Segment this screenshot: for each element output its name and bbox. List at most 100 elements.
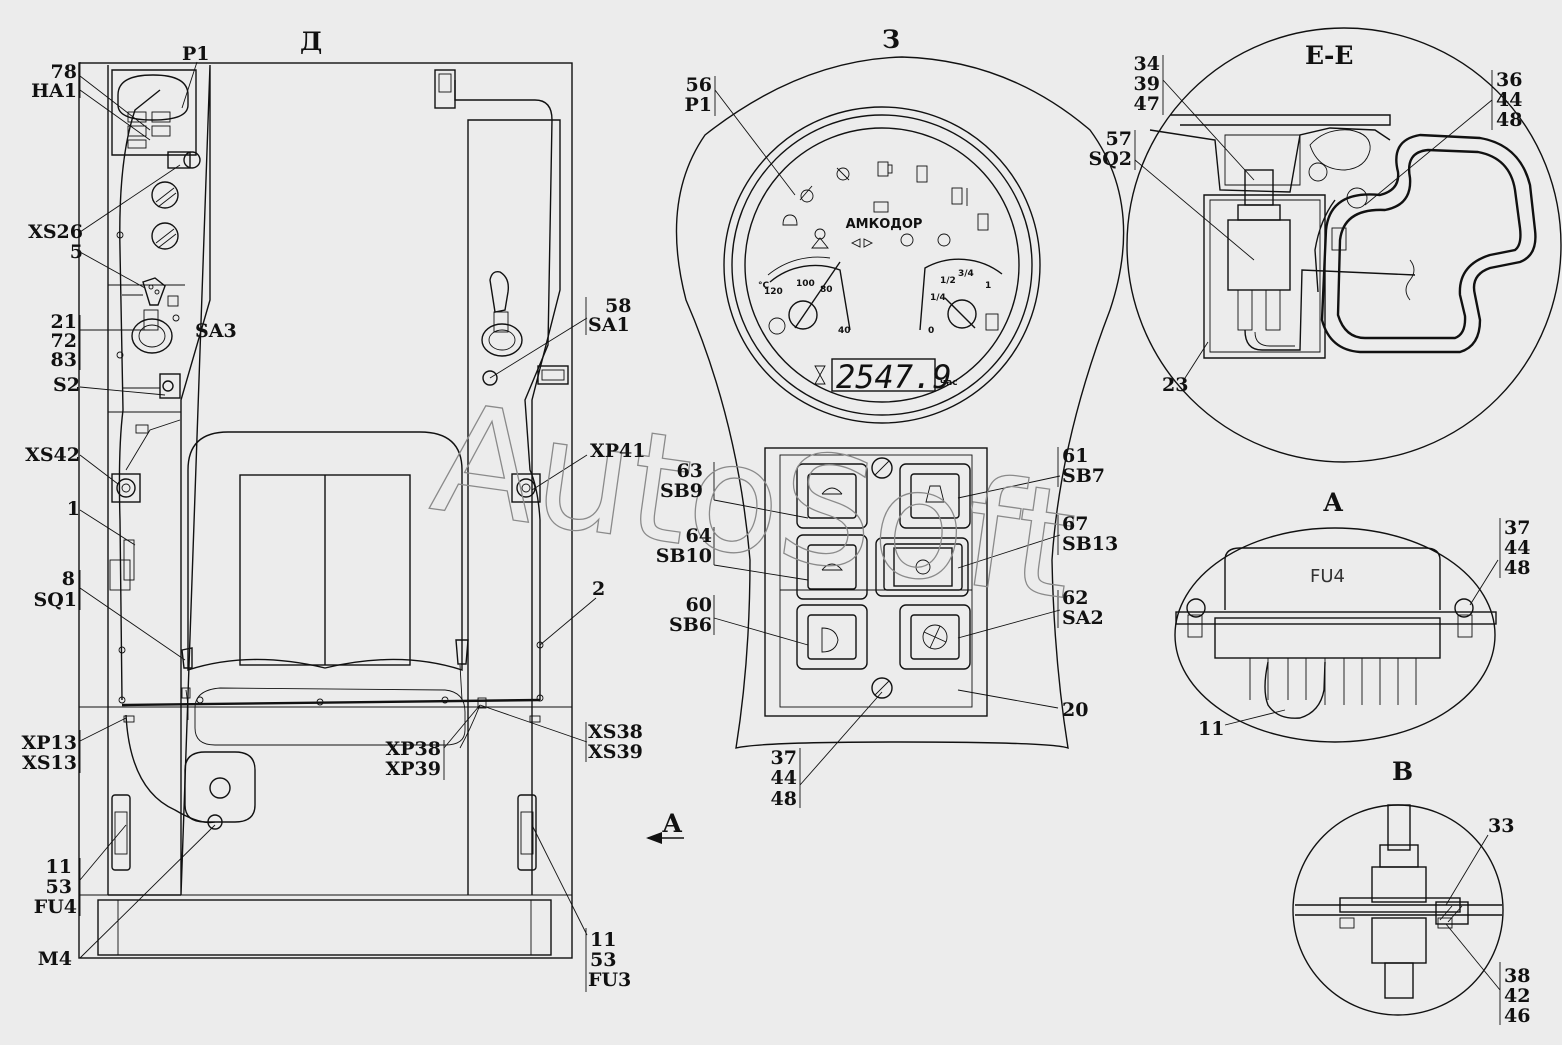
- switch-sb6[interactable]: [796, 604, 868, 670]
- label-p1-top: P1: [182, 43, 210, 65]
- hour-meter-value: 2547.9: [836, 358, 952, 396]
- socket-xs26: [167, 151, 191, 169]
- fuse-pins: [1249, 658, 1417, 719]
- label-44-a: 44: [1504, 537, 1530, 559]
- switch-sa2[interactable]: [899, 604, 971, 670]
- label-xp38: XP38: [386, 738, 441, 760]
- label-57: 57: [1106, 128, 1132, 150]
- harness-left-vertical: [118, 89, 161, 701]
- switch-sb9[interactable]: [796, 463, 868, 529]
- switch-s2: [159, 373, 181, 399]
- label-xs26: XS26: [28, 221, 83, 243]
- fuel-tick-full: 1: [985, 281, 991, 291]
- switch-sa1: [482, 370, 498, 386]
- view-d-cabin: [78, 62, 573, 959]
- label-48-panel: 48: [771, 788, 797, 810]
- label-11-fu3: 11: [590, 929, 616, 951]
- operator-seat: [187, 431, 463, 671]
- label-xp41: XP41: [590, 440, 645, 462]
- switch-sb7[interactable]: [899, 463, 971, 529]
- temp-tick-100: 100: [796, 279, 815, 289]
- label-xp13: XP13: [22, 732, 77, 754]
- label-38: 38: [1504, 965, 1530, 987]
- knob-1: [151, 181, 179, 209]
- fuse-panel: [1175, 611, 1497, 625]
- temp-arc: [769, 264, 851, 331]
- label-33: 33: [1488, 815, 1514, 837]
- label-67: 67: [1062, 513, 1088, 535]
- fuel-needle-hub: [947, 299, 977, 329]
- warning-lights: [782, 161, 989, 249]
- label-brackets: [79, 55, 1501, 1025]
- joystick-left: [142, 277, 166, 306]
- label-44-panel: 44: [771, 767, 797, 789]
- label-78: 78: [51, 61, 77, 83]
- leader-lines: [79, 61, 1501, 991]
- label-sa1: SA1: [588, 314, 630, 336]
- label-ha1: HA1: [31, 80, 77, 102]
- label-47: 47: [1134, 93, 1160, 115]
- fuel-tick-half: 1/2: [940, 276, 956, 286]
- label-sq2: SQ2: [1089, 148, 1133, 170]
- temp-needle-hub: [788, 300, 818, 330]
- right-console: [467, 119, 561, 895]
- label-p1: P1: [684, 94, 712, 116]
- label-72: 72: [51, 330, 77, 352]
- label-11-a: 11: [1198, 718, 1224, 740]
- label-21: 21: [51, 311, 77, 333]
- label-48-a: 48: [1504, 557, 1530, 579]
- fuel-arc: [919, 258, 1003, 331]
- label-56: 56: [686, 74, 712, 96]
- label-20: 20: [1062, 699, 1088, 721]
- gauge-p1-plan: [111, 69, 197, 156]
- label-sa3: SA3: [195, 320, 237, 342]
- label-sb7: SB7: [1062, 465, 1105, 487]
- label-sa2: SA2: [1062, 607, 1104, 629]
- temp-tick-120: 120: [764, 287, 783, 297]
- harness-motor: [125, 714, 216, 824]
- label-2: 2: [592, 578, 605, 600]
- label-44-ee: 44: [1496, 89, 1522, 111]
- view-ee-section: [1126, 27, 1562, 463]
- view-z-dashboard: АМКОДОР °C 120 100 80 40 1/4 1/2 3/4 1 0…: [675, 56, 1125, 750]
- grommet-cable: [1387, 804, 1411, 851]
- label-xp39: XP39: [386, 758, 441, 780]
- harness-clamps: [116, 231, 544, 723]
- work-light-icon: [821, 627, 839, 653]
- label-23: 23: [1162, 374, 1188, 396]
- arrow-a-label: А: [662, 809, 683, 838]
- arrow-a: [646, 832, 684, 844]
- fan-icon: [922, 624, 948, 650]
- switch-sb13[interactable]: [875, 537, 969, 597]
- beacon-icon: [925, 485, 945, 503]
- hour-meter-unit: час: [940, 378, 958, 388]
- label-5: 5: [70, 241, 83, 263]
- label-sb13: SB13: [1062, 533, 1118, 555]
- label-xs38: XS38: [588, 721, 643, 743]
- label-sb10: SB10: [656, 545, 712, 567]
- wiper-rear-icon: [821, 563, 843, 571]
- fuse-fu4-label: FU4: [1310, 566, 1345, 587]
- fuse-holder-fu4: [111, 794, 131, 871]
- label-60: 60: [686, 594, 712, 616]
- section-ee-circle: [1126, 27, 1562, 463]
- label-61: 61: [1062, 445, 1088, 467]
- watermark-text: AutoSoft: [423, 371, 1085, 633]
- harness-right-vertical: [454, 80, 553, 700]
- view-title-a: А: [1323, 488, 1344, 517]
- view-title-ee: Е-Е: [1305, 41, 1354, 70]
- label-46: 46: [1504, 1005, 1530, 1027]
- label-48-ee: 48: [1496, 109, 1522, 131]
- label-58: 58: [605, 295, 631, 317]
- label-11-fu4: 11: [46, 856, 72, 878]
- view-v-grommet: [1292, 804, 1504, 1016]
- screw-top: [871, 457, 893, 479]
- label-8: 8: [62, 568, 75, 590]
- label-sb6: SB6: [669, 614, 712, 636]
- switch-sb10[interactable]: [796, 534, 868, 600]
- label-fu4: FU4: [34, 896, 77, 918]
- switch-housing-23: [1203, 194, 1326, 359]
- label-39: 39: [1134, 73, 1160, 95]
- label-xs42: XS42: [25, 444, 80, 466]
- label-34: 34: [1134, 53, 1160, 75]
